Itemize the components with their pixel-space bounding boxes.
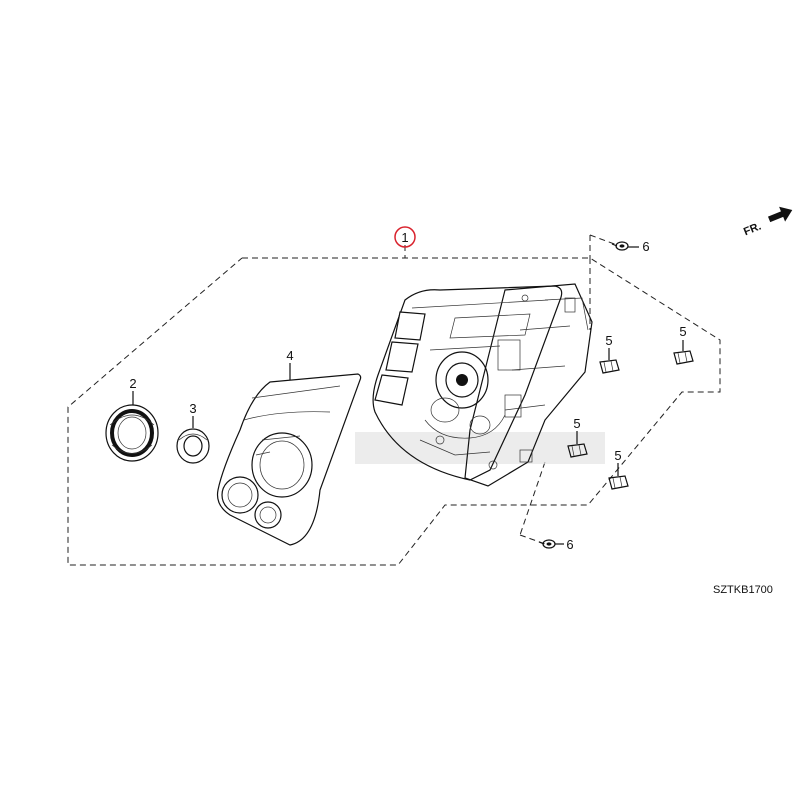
ring-part: [105, 404, 159, 462]
diagram-code: SZTKB1700: [713, 584, 773, 596]
control-unit-part: [355, 283, 605, 487]
clip-part: [567, 340, 694, 490]
callout-1[interactable]: 1: [394, 226, 416, 248]
front-direction-label: FR.: [742, 220, 763, 238]
front-arrow-icon: [767, 206, 793, 223]
callout-5a-label[interactable]: 5: [605, 333, 612, 348]
callout-1-label: 1: [401, 230, 408, 245]
leader-lines: [132, 363, 291, 428]
callout-4-label[interactable]: 4: [286, 348, 293, 363]
front-direction-indicator: FR.: [742, 206, 793, 238]
callout-2-label[interactable]: 2: [129, 376, 136, 391]
callout-5c-label[interactable]: 5: [573, 416, 580, 431]
callout-5b-label[interactable]: 5: [679, 324, 686, 339]
small-ring-part: [176, 428, 210, 464]
screw-part: [538, 241, 639, 549]
callout-6b-label[interactable]: 6: [566, 537, 573, 552]
callout-3-label[interactable]: 3: [189, 401, 196, 416]
bezel-panel-part: [216, 373, 362, 546]
callout-6a-label[interactable]: 6: [642, 239, 649, 254]
callout-1-highlight: [394, 226, 416, 248]
callout-5d-label[interactable]: 5: [614, 448, 621, 463]
